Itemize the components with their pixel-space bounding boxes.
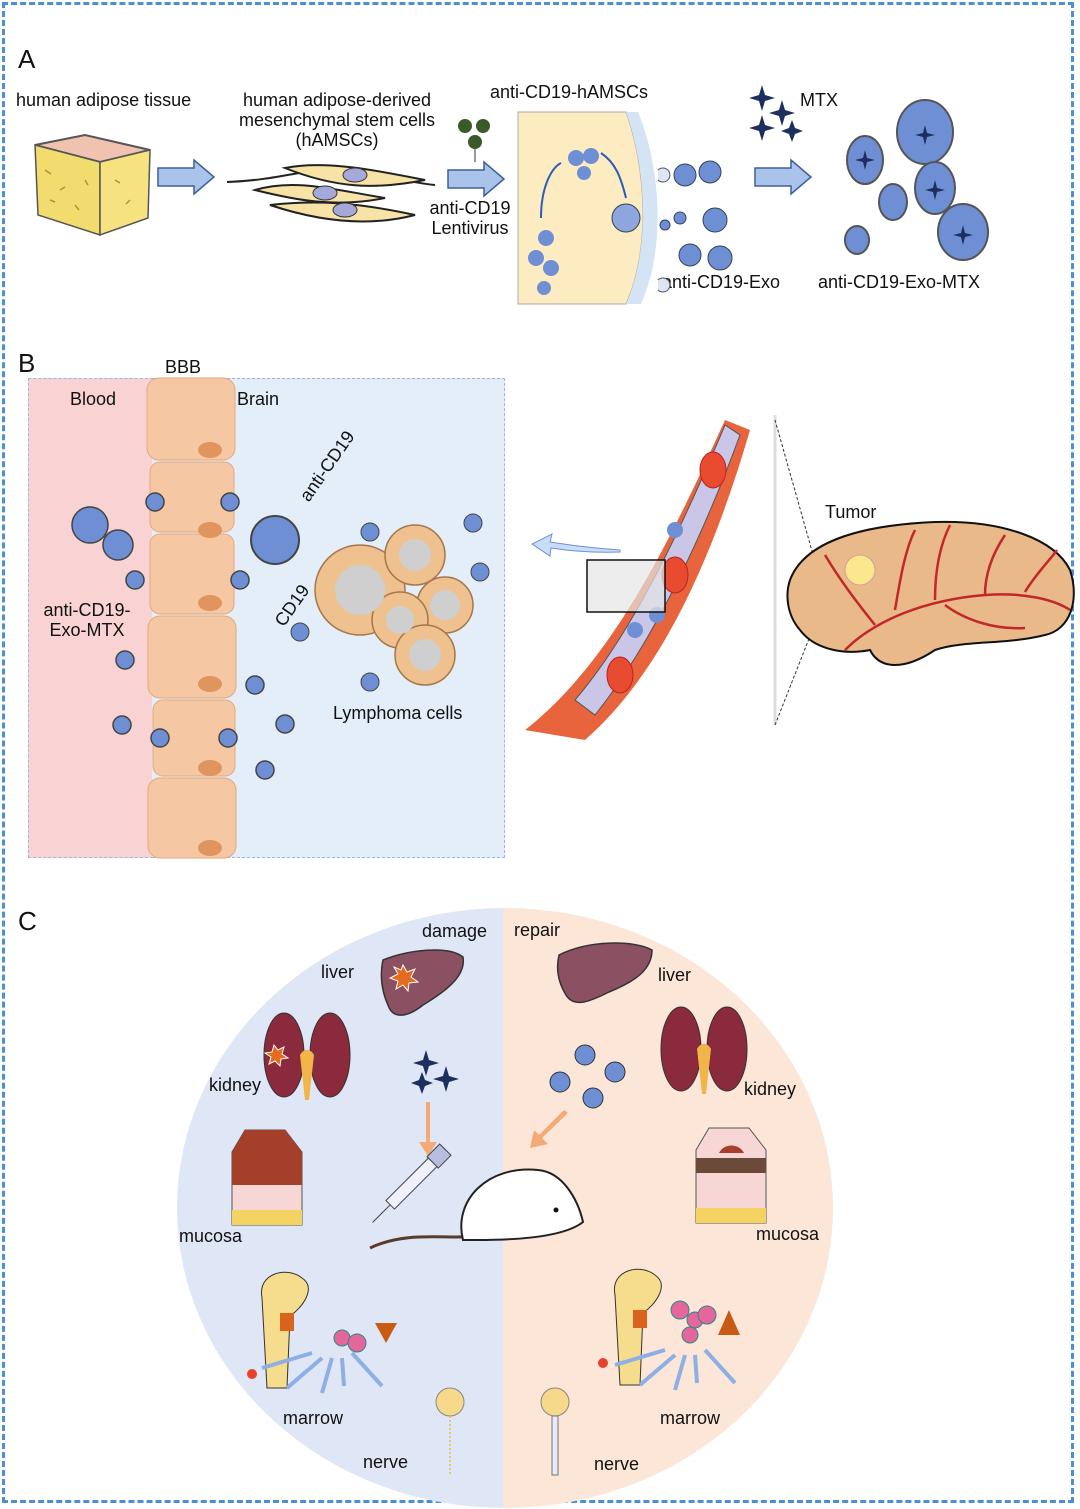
lentivirus-icon <box>458 119 490 162</box>
exo-arrow-down-icon <box>530 1110 568 1148</box>
repaired-nerve-icon <box>540 1387 570 1476</box>
blood-vessel-icon <box>525 420 750 740</box>
mtx-drug-icon <box>749 85 803 142</box>
label-mucosa-damage: mucosa <box>179 1226 243 1246</box>
label-nerve-damage: nerve <box>363 1452 409 1472</box>
label-adipose-tissue: human adipose tissue <box>16 90 192 110</box>
marrow-damage-icon <box>247 1271 397 1394</box>
label-damage: damage <box>422 921 488 941</box>
exo-mtx-particles-icon <box>71 492 295 780</box>
anti-cd19-exo-icon <box>657 160 733 293</box>
label-liver-repair: liver <box>658 965 692 985</box>
adipose-tissue-cube-icon <box>34 133 151 237</box>
anti-cd19-hamsc-cell-icon <box>517 111 658 305</box>
damaged-liver-icon <box>380 949 464 1016</box>
mesenchymal-stem-cells-icon <box>226 164 436 223</box>
label-anti-cd19-exo-mtx: anti-CD19-Exo-MTX <box>818 272 981 292</box>
label-lentivirus-line1: anti-CD19 <box>429 198 511 218</box>
label-bbb: BBB <box>165 357 202 377</box>
label-tumor: Tumor <box>825 502 877 522</box>
label-nerve-repair: nerve <box>594 1454 640 1474</box>
blood-compartment <box>28 378 153 858</box>
label-lentivirus-line2: Lentivirus <box>431 218 509 238</box>
label-exo-mtx-line1: anti-CD19- <box>43 600 131 620</box>
process-arrow-1-icon <box>157 158 216 196</box>
anti-cd19-exo-mtx-icon <box>844 99 989 261</box>
label-mucosa-repair: mucosa <box>756 1224 820 1244</box>
repaired-kidney-icon <box>660 1006 748 1094</box>
label-brain: Brain <box>237 389 280 409</box>
label-repair: repair <box>514 920 561 940</box>
syringe-icon <box>372 1143 452 1223</box>
process-arrow-3-icon <box>754 158 813 196</box>
label-kidney-damage: kidney <box>209 1075 262 1095</box>
damaged-nerve-icon <box>435 1387 465 1475</box>
label-marrow-repair: marrow <box>660 1408 721 1428</box>
label-blood: Blood <box>70 389 117 409</box>
label-liver-damage: liver <box>321 962 355 982</box>
exo-mtx-repair-icon <box>549 1044 626 1109</box>
panel-letter-c: C <box>18 906 37 936</box>
zoom-out-arrow-icon <box>531 533 621 557</box>
label-hamsc-line3: (hAMSCs) <box>295 130 379 150</box>
label-anti-cd19-exo: anti-CD19-Exo <box>662 272 781 292</box>
label-marrow-damage: marrow <box>283 1408 344 1428</box>
lymphoma-cells-icon <box>250 513 490 692</box>
label-anti-cd19-hamscs: anti-CD19-hAMSCs <box>490 82 649 102</box>
process-arrow-2-icon <box>447 160 506 198</box>
label-kidney-repair: kidney <box>744 1079 797 1099</box>
damaged-kidney-icon <box>263 1012 351 1100</box>
brain-icon <box>786 520 1075 666</box>
label-exo-mtx-line2: Exo-MTX <box>49 620 125 640</box>
label-mtx: MTX <box>800 90 838 110</box>
marrow-repair-icon <box>598 1268 740 1391</box>
repaired-mucosa-icon <box>695 1127 767 1224</box>
label-lymphoma-cells: Lymphoma cells <box>333 703 463 723</box>
label-hamsc-line2: mesenchymal stem cells <box>238 110 436 130</box>
drug-arrow-down-icon <box>419 1102 437 1156</box>
panel-letter-a: A <box>18 44 36 74</box>
mtx-drug-damage-icon <box>411 1050 459 1094</box>
damaged-mucosa-icon <box>231 1129 303 1226</box>
panel-letter-b: B <box>18 348 36 378</box>
label-hamsc-line1: human adipose-derived <box>242 90 432 110</box>
mouse-icon <box>369 1168 585 1250</box>
repaired-liver-icon <box>556 942 653 1004</box>
